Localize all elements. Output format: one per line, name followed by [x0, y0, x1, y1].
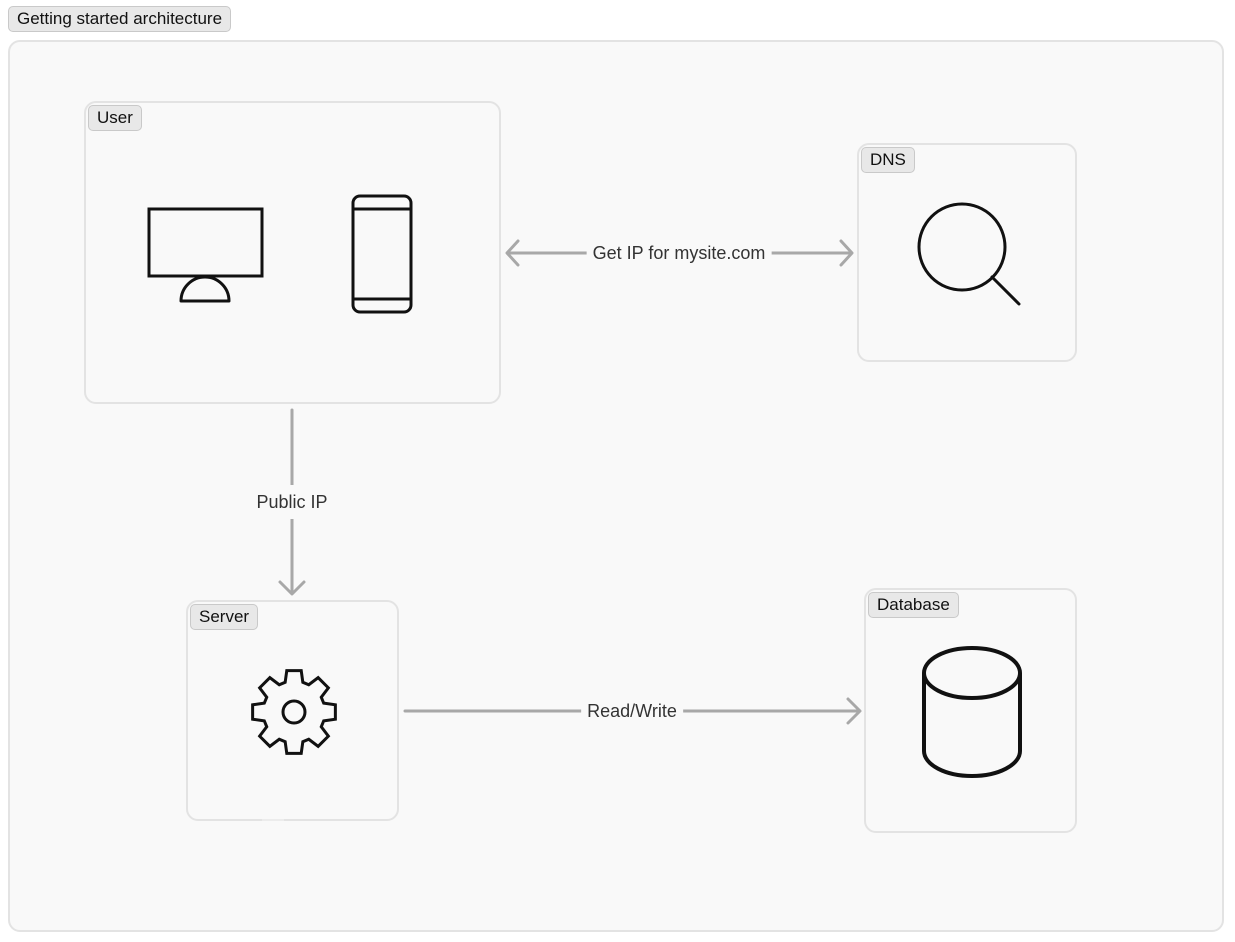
server-node-label: Server — [190, 604, 259, 630]
gear-icon — [251, 669, 337, 755]
server-node[interactable]: Server — [186, 600, 399, 821]
smartphone-icon — [351, 194, 413, 314]
database-icon — [922, 646, 1022, 778]
server-node-handle — [262, 819, 284, 821]
user-server-label: Public IP — [252, 485, 332, 519]
dns-node[interactable]: DNS — [857, 143, 1077, 362]
server-database-label: Read/Write — [581, 700, 683, 722]
user-node[interactable]: User — [84, 101, 501, 404]
monitor-icon — [147, 207, 264, 303]
user-node-label: User — [88, 105, 142, 131]
database-node-label: Database — [868, 592, 959, 618]
diagram-title: Getting started architecture — [8, 6, 232, 32]
user-dns-label: Get IP for mysite.com — [586, 242, 772, 264]
dns-node-label: DNS — [861, 147, 915, 173]
database-node[interactable]: Database — [864, 588, 1077, 833]
search-icon — [917, 202, 1021, 306]
